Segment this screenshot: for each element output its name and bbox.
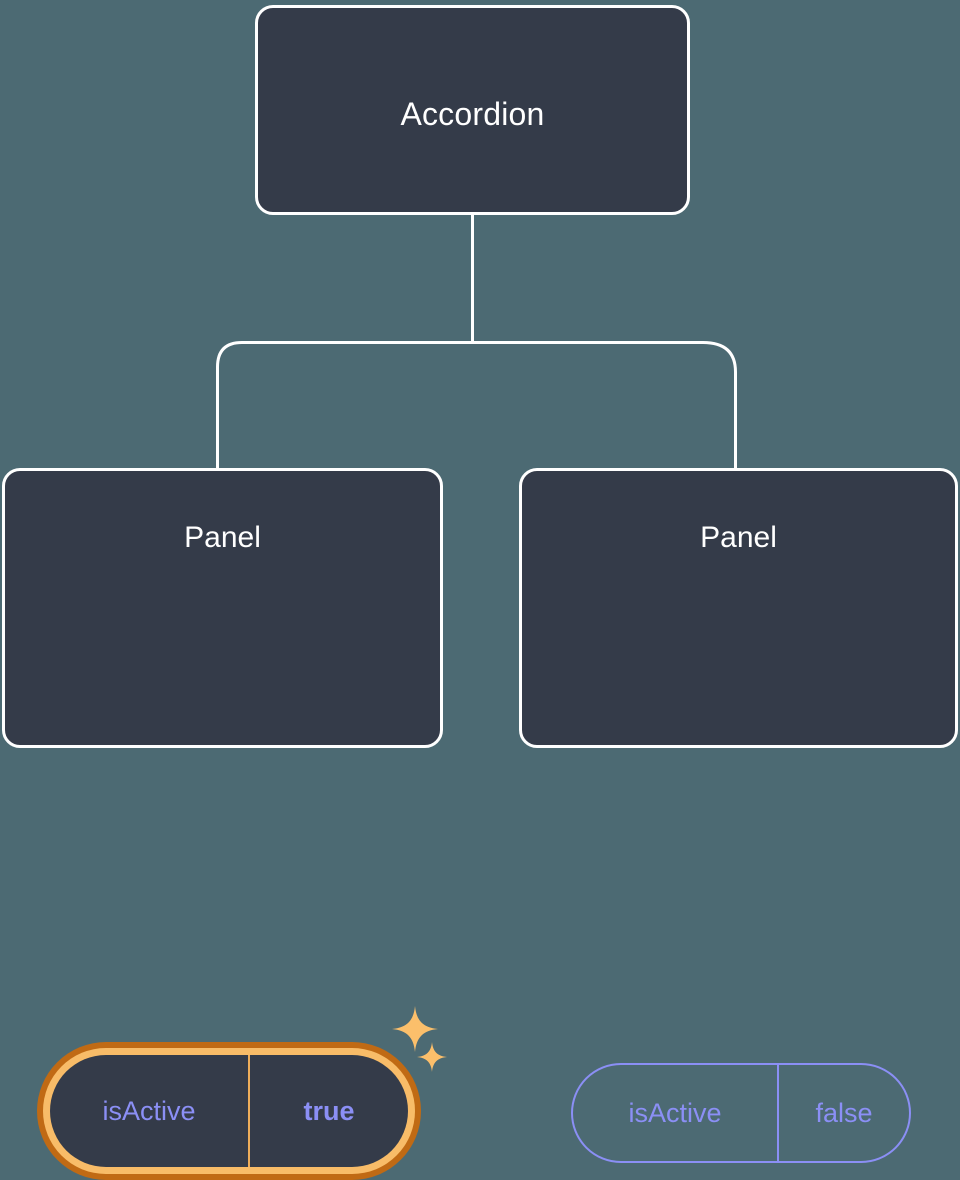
prop-pill-core: isActive true bbox=[50, 1055, 408, 1167]
connector-child-bus bbox=[216, 341, 737, 468]
node-panel-active[interactable]: Panel isActive true bbox=[2, 468, 447, 1180]
prop-pill-isactive-true[interactable]: isActive true bbox=[37, 1042, 421, 1180]
node-accordion[interactable]: Accordion bbox=[255, 5, 690, 215]
prop-value: true bbox=[303, 1095, 355, 1126]
prop-pill-ring-inner: isActive true bbox=[43, 1048, 415, 1174]
prop-key: isActive bbox=[573, 1065, 779, 1161]
prop-pill-isactive-false[interactable]: isActive false bbox=[571, 1063, 911, 1163]
component-tree-diagram: Accordion Panel isActive true Panel isAc… bbox=[2, 5, 958, 1180]
node-panel-active-label: Panel bbox=[184, 521, 261, 554]
node-panel-inactive-label: Panel bbox=[700, 521, 777, 554]
sparkle-small-icon bbox=[417, 1042, 447, 1072]
node-accordion-label: Accordion bbox=[400, 96, 545, 132]
prop-value: false bbox=[815, 1097, 873, 1128]
prop-key: isActive bbox=[50, 1055, 250, 1167]
node-panel-inactive[interactable]: Panel isActive false bbox=[519, 468, 958, 1163]
